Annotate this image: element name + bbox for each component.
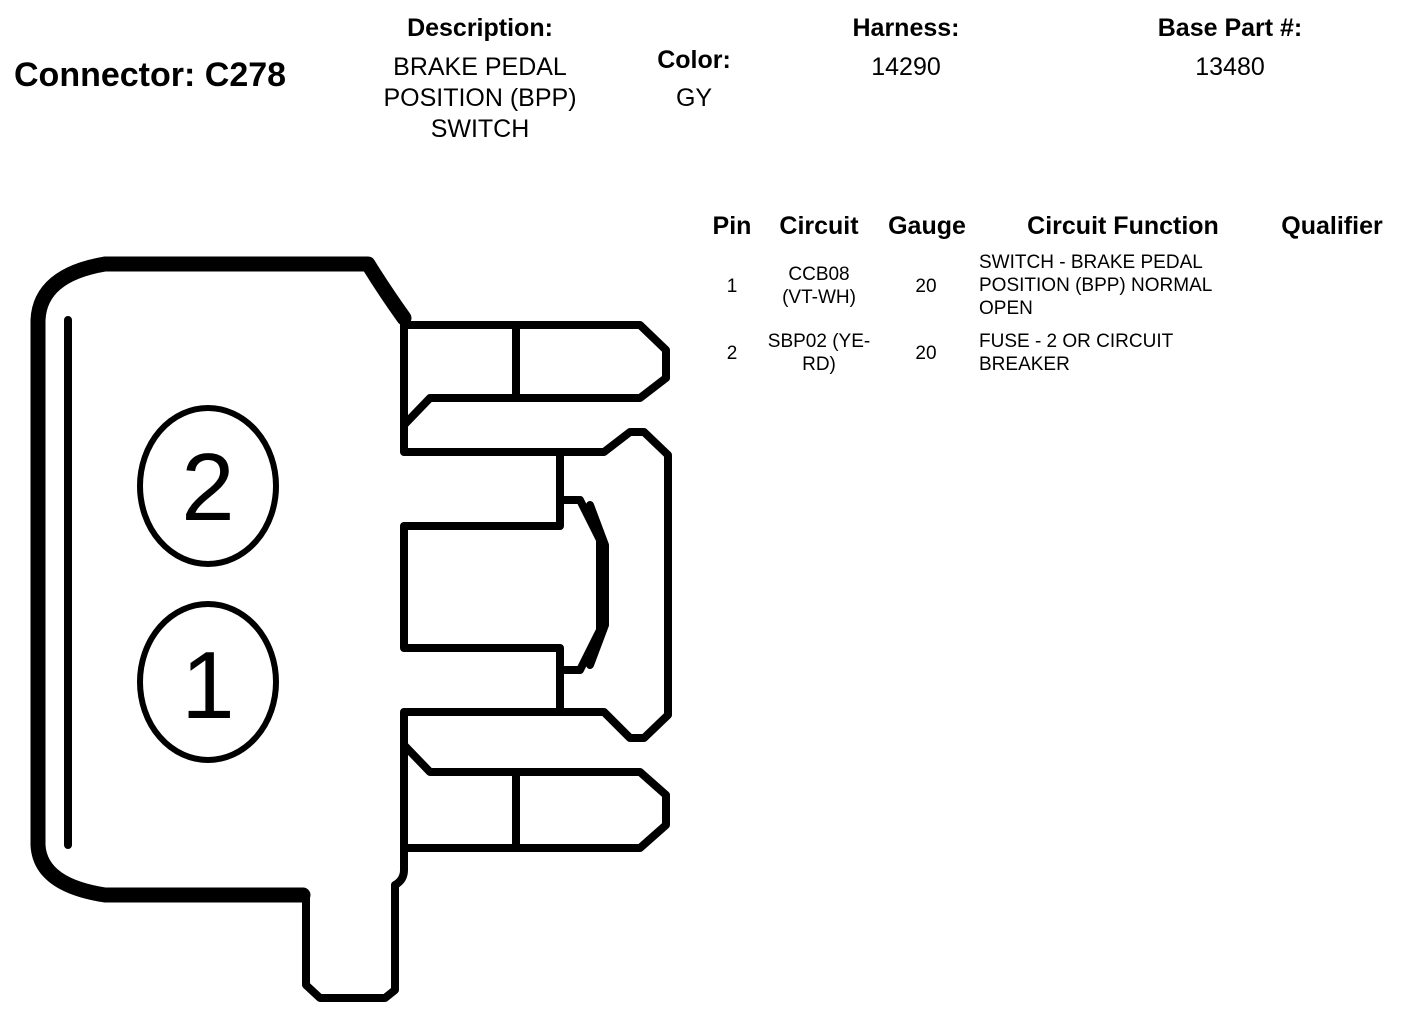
- row-2-circuit: SBP02 (YE- RD): [754, 330, 884, 376]
- circuit-header: Circuit: [779, 212, 859, 240]
- base-part-value: 13480: [1195, 53, 1265, 81]
- color-label: Color:: [657, 46, 731, 74]
- connector-title: Connector: C278: [14, 56, 287, 94]
- pin-1-label: 1: [181, 632, 234, 739]
- pin-2-label: 2: [181, 434, 234, 541]
- row-2-pin: 2: [726, 343, 738, 364]
- qualifier-header: Qualifier: [1281, 212, 1383, 240]
- row-1-function: SWITCH - BRAKE PEDAL POSITION (BPP) NORM…: [979, 251, 1279, 320]
- pin-header: Pin: [712, 212, 752, 240]
- description-value: BRAKE PEDAL POSITION (BPP) SWITCH: [340, 52, 620, 145]
- latch-ridge: [586, 501, 609, 669]
- circuit-line: RD): [802, 354, 836, 375]
- function-line: OPEN: [979, 298, 1033, 319]
- row-2-function: FUSE - 2 OR CIRCUIT BREAKER: [979, 330, 1279, 376]
- pin-2-cavity: [137, 405, 279, 567]
- color-value: GY: [675, 84, 713, 112]
- circuit-line: SBP02 (YE-: [767, 331, 871, 352]
- description-line: SWITCH: [430, 115, 530, 143]
- row-1-circuit: CCB08 (VT-WH): [754, 263, 884, 309]
- connector-housing-outline: [64, 314, 672, 1002]
- harness-value: 14290: [871, 53, 941, 81]
- function-line: POSITION (BPP) NORMAL: [979, 275, 1213, 296]
- harness-label: Harness:: [852, 14, 960, 42]
- circuit-function-header: Circuit Function: [1027, 212, 1219, 240]
- circuit-line: (VT-WH): [782, 287, 856, 308]
- function-line: FUSE - 2 OR CIRCUIT: [979, 331, 1174, 352]
- connector-diagram: 2 1: [30, 256, 672, 1002]
- description-line: POSITION (BPP): [383, 84, 577, 112]
- pin-1-cavity: [137, 601, 279, 763]
- connector-outer-wall: [30, 256, 412, 903]
- function-line: BREAKER: [979, 354, 1070, 375]
- base-part-label: Base Part #:: [1157, 14, 1303, 42]
- row-2-gauge: 20: [915, 343, 937, 364]
- function-line: SWITCH - BRAKE PEDAL: [979, 252, 1203, 273]
- description-label: Description:: [407, 14, 553, 42]
- row-1-gauge: 20: [915, 276, 937, 297]
- center-latch: [400, 496, 604, 674]
- circuit-line: CCB08: [788, 264, 850, 285]
- upper-terminal: [400, 321, 670, 429]
- lower-terminal: [400, 741, 670, 852]
- gauge-header: Gauge: [888, 212, 966, 240]
- row-1-pin: 1: [726, 276, 738, 297]
- description-line: BRAKE PEDAL: [393, 53, 567, 81]
